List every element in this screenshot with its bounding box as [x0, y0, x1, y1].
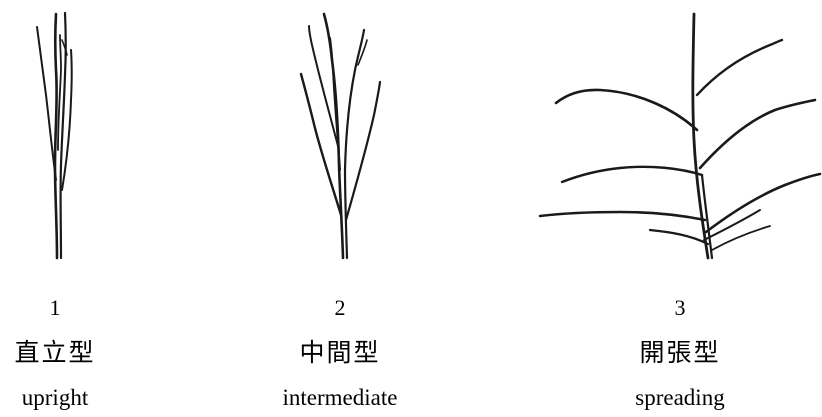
type3-english-name: spreading	[590, 383, 770, 413]
type3-chinese-name: 開張型	[590, 336, 770, 370]
type1-number: 1	[0, 294, 110, 322]
type2-chinese-name: 中間型	[250, 336, 430, 370]
spreading-stems	[540, 14, 820, 258]
type3-number: 3	[590, 294, 770, 322]
type2-number: 2	[250, 294, 430, 322]
type2-english-name: intermediate	[250, 383, 430, 413]
type1-chinese-name: 直立型	[0, 336, 110, 370]
type1-english-name: upright	[0, 383, 110, 413]
